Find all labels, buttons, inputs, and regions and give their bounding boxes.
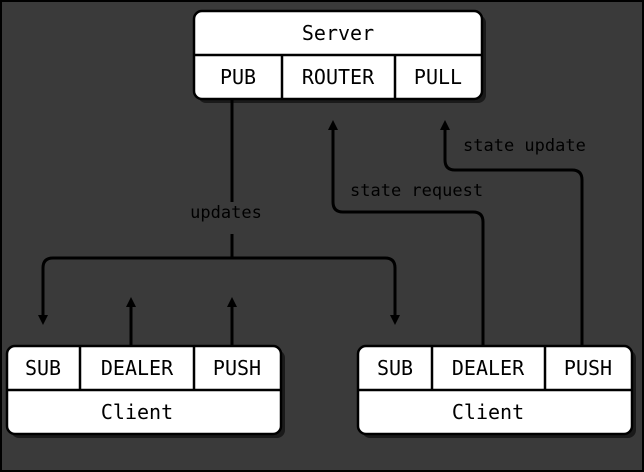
- server-socket-router: ROUTER: [302, 65, 375, 89]
- updates-arrow-right-sub: [232, 256, 400, 325]
- server-socket-pull: PULL: [414, 65, 462, 89]
- updates-arrow-left-sub: [38, 256, 232, 325]
- state-update-label: state update: [463, 136, 586, 156]
- server-node: Server PUB ROUTER PULL: [192, 9, 486, 103]
- updates-label: updates: [190, 203, 262, 223]
- client-left-socket-dealer: DEALER: [101, 356, 174, 380]
- state-request-label: state request: [350, 181, 483, 201]
- client-left-title: Client: [101, 400, 173, 424]
- client-right-node: SUB DEALER PUSH Client: [356, 344, 636, 438]
- client-right-socket-push: PUSH: [564, 356, 612, 380]
- server-title: Server: [302, 21, 374, 45]
- state-update-arrow: [440, 120, 584, 346]
- client-left-socket-sub: SUB: [25, 356, 61, 380]
- client-right-socket-dealer: DEALER: [452, 356, 525, 380]
- client-right-socket-sub: SUB: [377, 356, 413, 380]
- server-socket-pub: PUB: [220, 65, 256, 89]
- client-left-socket-push: PUSH: [213, 356, 261, 380]
- client-right-title: Client: [452, 400, 524, 424]
- client-left-node: SUB DEALER PUSH Client: [5, 344, 285, 438]
- updates-label-bg: [184, 202, 280, 224]
- state-request-arrow: [328, 120, 485, 346]
